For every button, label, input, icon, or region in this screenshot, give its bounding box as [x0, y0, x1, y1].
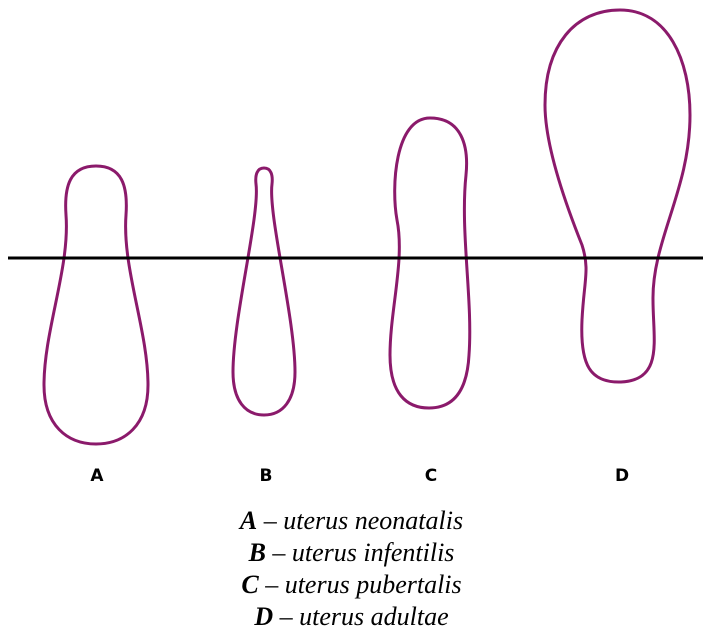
legend-letter: A — [240, 506, 257, 535]
legend-separator: – — [265, 570, 278, 599]
legend-letter: B — [249, 538, 266, 567]
label-a: A — [77, 466, 117, 486]
legend-item-a: A – uterus neonatalis — [0, 505, 703, 537]
legend-separator: – — [280, 602, 293, 631]
legend-item-b: B – uterus infentilis — [0, 537, 703, 569]
legend-separator: – — [272, 538, 285, 567]
legend-letter: D — [254, 602, 273, 631]
legend-letter: C — [241, 570, 258, 599]
uterus-infentilis-outline — [233, 168, 295, 415]
legend-text: uterus adultae — [299, 602, 449, 631]
legend-item-d: D – uterus adultae — [0, 601, 703, 633]
label-d: D — [602, 466, 642, 486]
legend-text: uterus neonatalis — [283, 506, 463, 535]
uterus-pubertalis-outline — [390, 118, 470, 408]
legend: A – uterus neonatalis B – uterus infenti… — [0, 505, 703, 633]
label-b: B — [246, 466, 286, 486]
legend-item-c: C – uterus pubertalis — [0, 569, 703, 601]
uterus-neonatalis-outline — [44, 166, 148, 444]
uterus-adultae-outline — [545, 10, 690, 382]
legend-text: uterus infentilis — [292, 538, 455, 567]
label-c: C — [411, 466, 451, 486]
legend-separator: – — [264, 506, 277, 535]
legend-text: uterus pubertalis — [285, 570, 462, 599]
